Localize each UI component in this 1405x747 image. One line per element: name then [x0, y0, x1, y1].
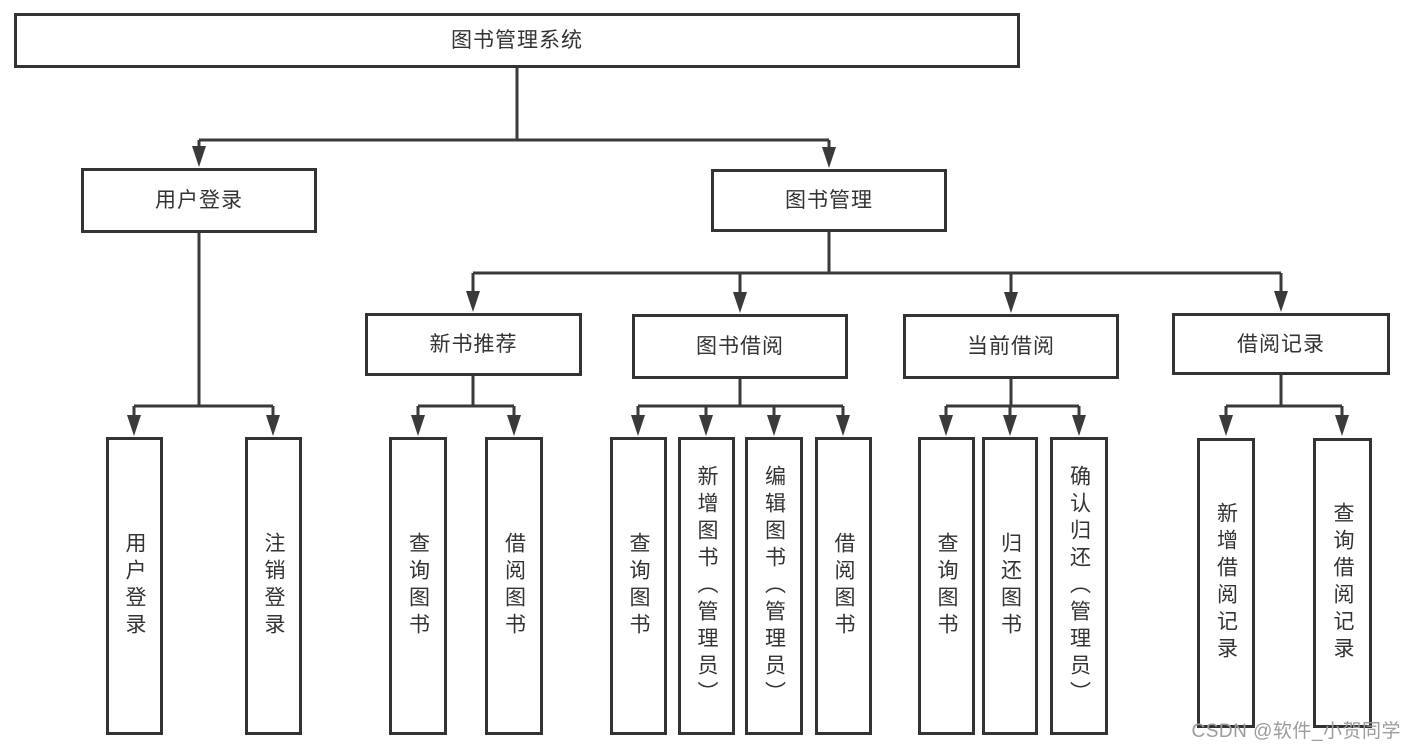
node-label: 查询图书	[627, 532, 650, 640]
node-label: 借阅记录	[1237, 332, 1325, 356]
node-label: 当前借阅	[967, 335, 1055, 358]
leaf-logout: 注销登录	[245, 437, 302, 735]
node-label: 查询借阅记录	[1331, 502, 1354, 664]
node-label: 归还图书	[998, 532, 1022, 640]
node-book-management: 图书管理	[711, 169, 947, 232]
leaf-edit-books-admin: 编辑图书（管理员）	[745, 437, 803, 735]
leaf-query-borrow-record: 查询借阅记录	[1313, 438, 1372, 728]
node-label: 确认归还（管理员）	[1067, 464, 1091, 708]
node-borrowing-records: 借阅记录	[1172, 313, 1390, 375]
leaf-add-books-admin: 新增图书（管理员）	[678, 437, 735, 735]
leaf-query-books-recommend: 查询图书	[389, 437, 447, 735]
leaf-borrow-books-recommend: 借阅图书	[485, 437, 543, 735]
node-label: 借阅图书	[832, 532, 855, 640]
node-label: 注销登录	[262, 532, 285, 640]
node-label: 查询图书	[406, 532, 430, 640]
node-label: 图书管理系统	[451, 29, 583, 52]
node-label: 用户登录	[123, 532, 146, 640]
leaf-add-borrow-record: 新增借阅记录	[1197, 438, 1255, 728]
node-book-borrowing: 图书借阅	[632, 314, 848, 379]
leaf-user-login: 用户登录	[106, 437, 163, 735]
node-label: 图书管理	[785, 189, 873, 212]
node-label: 借阅图书	[502, 532, 526, 640]
node-label: 编辑图书（管理员）	[762, 464, 786, 708]
leaf-confirm-return-admin: 确认归还（管理员）	[1050, 437, 1108, 735]
csdn-watermark: CSDN @软件_小贺同学	[1191, 721, 1401, 742]
node-label: 新增借阅记录	[1214, 502, 1238, 664]
node-root-library-system: 图书管理系统	[14, 13, 1020, 68]
leaf-borrow-books: 借阅图书	[815, 437, 872, 735]
node-current-borrowing: 当前借阅	[903, 314, 1119, 379]
node-label: 新书推荐	[429, 333, 518, 356]
node-label: 新增图书（管理员）	[695, 464, 718, 708]
leaf-query-books-current: 查询图书	[918, 437, 975, 735]
leaf-return-books: 归还图书	[982, 437, 1038, 735]
node-label: 用户登录	[155, 189, 243, 212]
node-label: 图书借阅	[696, 335, 784, 358]
arrowheads	[127, 146, 1349, 436]
leaf-query-books-borrowing: 查询图书	[610, 437, 667, 735]
node-label: 查询图书	[935, 532, 958, 640]
node-new-book-recommend: 新书推荐	[365, 313, 582, 376]
node-user-login-group: 用户登录	[81, 168, 317, 233]
